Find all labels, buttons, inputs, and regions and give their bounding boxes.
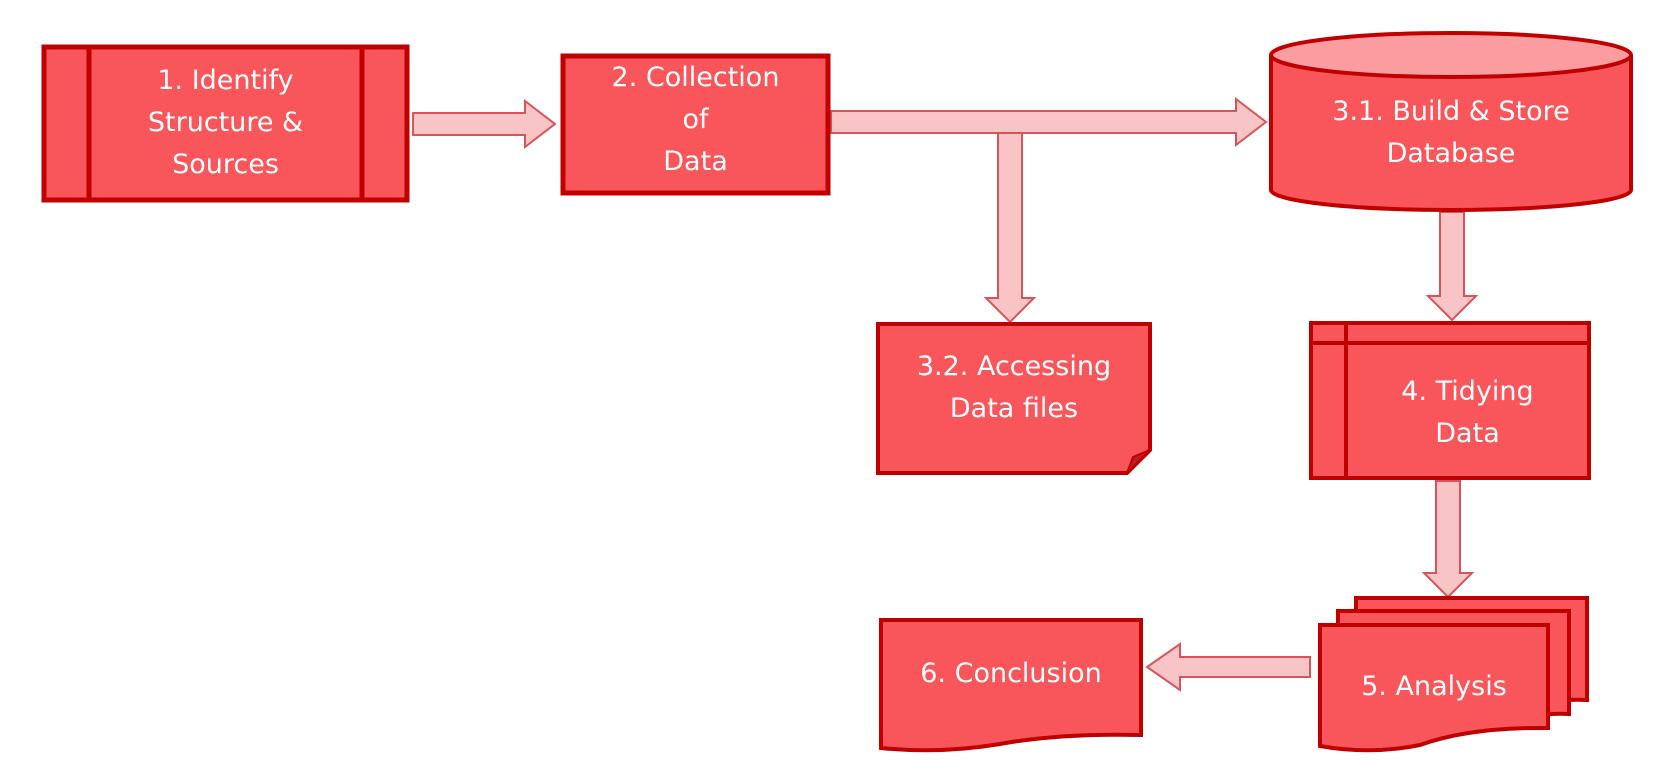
node-analysis-shape — [1318, 596, 1589, 753]
arrow-identify-to-collection — [412, 98, 557, 150]
arrow-analysis-to-conclusion — [1145, 642, 1311, 692]
node-identify-shape — [41, 44, 410, 203]
arrow-tidying-to-analysis — [1421, 480, 1475, 599]
arrow-collection-to-database — [830, 96, 1268, 148]
node-conclusion-shape — [879, 618, 1143, 753]
arrow-database-to-tidying — [1425, 211, 1479, 322]
node-tidying-shape — [1309, 321, 1591, 480]
node-files-shape — [876, 322, 1152, 475]
node-database-shape — [1269, 31, 1633, 212]
node-collection-shape — [560, 53, 831, 196]
arrow-collection-to-files — [983, 132, 1037, 324]
